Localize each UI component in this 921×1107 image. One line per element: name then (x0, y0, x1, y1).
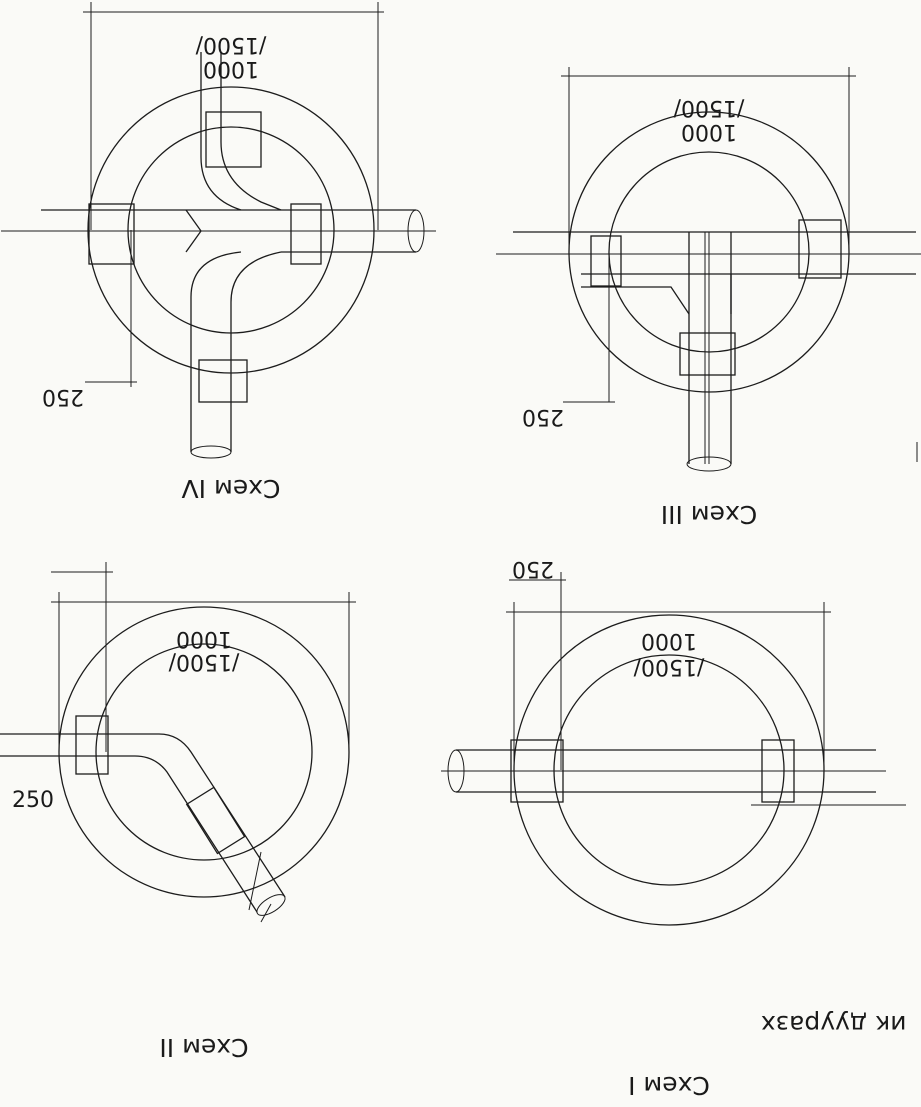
dimension-outer (561, 67, 856, 252)
scheme-2: 1000 /1500/ 250 Схем II (0, 562, 356, 1062)
pipe-tee (496, 219, 921, 472)
dimension-wall-label: 250 (512, 556, 554, 581)
dimension-wall (51, 562, 113, 752)
dimension-outer-label: /1500/ (633, 654, 704, 679)
dimension-wall (509, 572, 566, 770)
inner-ring (553, 654, 785, 886)
dimension-wall-label: 250 (522, 404, 564, 429)
pipe-sleeve (761, 739, 795, 803)
dimension-outer-label: /1500/ (168, 649, 239, 674)
pipe-sleeve (88, 203, 135, 265)
dimension-wall-label: 250 (12, 788, 54, 813)
dimension-inner-label: 1000 (641, 628, 697, 653)
pipe-sleeve (198, 359, 248, 403)
dimension-inner-label: 1000 (203, 56, 259, 81)
dimension-outer-label: /1500/ (195, 32, 266, 57)
pipe (441, 739, 886, 803)
scheme-title: Схем III (661, 500, 758, 529)
pipe-sleeve (290, 203, 322, 265)
caption-fragment: ик дууразх (761, 1010, 906, 1039)
dimension-outer (51, 592, 356, 752)
pipe-sleeve (510, 739, 564, 803)
pipe-cross (1, 52, 436, 459)
scheme-1: 1000 /1500/ 250 Схем I ик дууразх (441, 556, 906, 1100)
pipe-sleeve (185, 786, 246, 855)
pipe-bend (0, 715, 286, 923)
dimension-inner-label: 1000 (681, 119, 737, 144)
scheme-3: 1000 /1500/ 250 Схем III (496, 67, 921, 529)
inner-ring (95, 643, 313, 861)
pipe-sleeve (75, 715, 109, 775)
dimension-wall-label: 250 (42, 384, 84, 409)
scheme-title: Схем IV (182, 474, 281, 503)
pipe-sleeve (798, 219, 842, 279)
dimension-outer-label: /1500/ (673, 95, 744, 120)
dimension-outer (506, 602, 831, 770)
scheme-4: 1000 /1500/ 250 Схем IV (1, 2, 436, 503)
dimension-inner-label: 1000 (176, 626, 232, 651)
pipe-sleeve (679, 332, 736, 376)
dimension-wall (85, 230, 137, 387)
scheme-title: Схем II (159, 1033, 248, 1062)
dimension-wall (563, 252, 615, 403)
scheme-title: Схем I (628, 1071, 710, 1100)
dimension-outer (83, 2, 384, 230)
pipe-sleeve (590, 235, 622, 287)
pipe-sleeve (205, 111, 262, 168)
